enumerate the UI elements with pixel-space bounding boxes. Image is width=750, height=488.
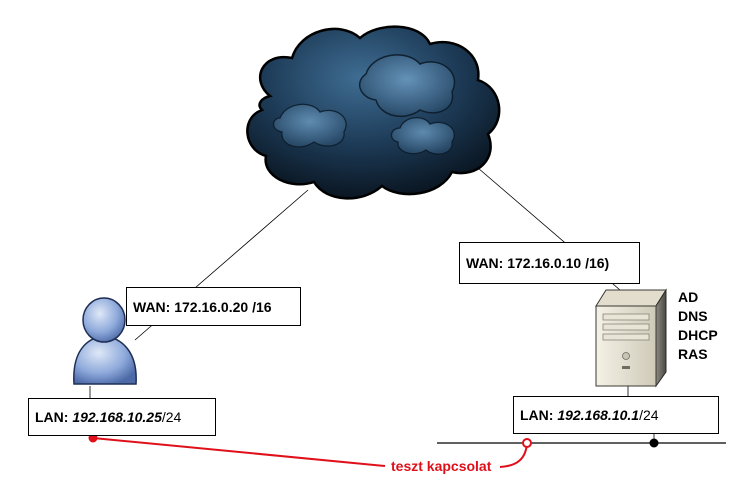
server-wan-label: WAN: 172.16.0.10 /16) bbox=[459, 242, 640, 284]
server-lan-mask: /24 bbox=[639, 407, 659, 423]
client-wan-address: 172.16.0.20 /16 bbox=[174, 298, 272, 315]
client-lan-label: LAN: 192.168.10.25 /24 bbox=[28, 398, 216, 436]
client-wan-label: WAN: 172.16.0.20 /16 bbox=[126, 287, 301, 326]
test-connection-label: teszt kapcsolat bbox=[391, 458, 492, 474]
server-wan-address: 172.16.0.10 /16) bbox=[507, 255, 610, 271]
client-lan-prefix: LAN: bbox=[35, 409, 69, 425]
server-icon bbox=[595, 288, 667, 388]
lan-bus-server-node bbox=[649, 438, 659, 448]
server-wan-prefix: WAN: bbox=[466, 255, 504, 271]
client-lan-address: 192.168.10.25 bbox=[72, 409, 162, 425]
client-wan-prefix: WAN: bbox=[133, 298, 171, 315]
server-lan-address: 192.168.10.1 bbox=[557, 407, 640, 423]
user-icon bbox=[73, 297, 137, 385]
server-lan-prefix: LAN: bbox=[520, 407, 554, 423]
client-lan-mask: /24 bbox=[161, 409, 182, 425]
server-role-dhcp: DHCP bbox=[678, 327, 718, 343]
server-roles-list: AD DNS DHCP RAS bbox=[678, 288, 718, 364]
server-role-dns: DNS bbox=[678, 308, 708, 324]
test-end-node bbox=[522, 438, 532, 448]
server-role-ras: RAS bbox=[678, 346, 708, 362]
server-role-ad: AD bbox=[678, 289, 699, 305]
cloud-icon bbox=[246, 25, 501, 200]
server-lan-label: LAN: 192.168.10.1 /24 bbox=[513, 396, 719, 434]
